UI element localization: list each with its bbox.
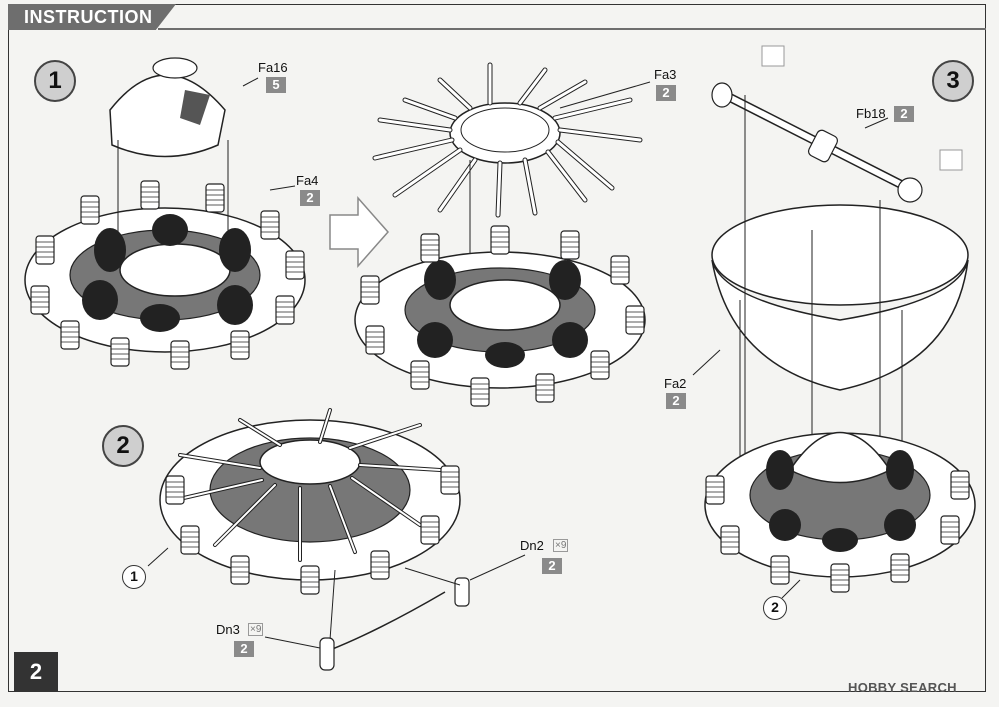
part-dn2-label: Dn2 xyxy=(520,538,544,553)
watermark: HOBBY SEARCH xyxy=(848,680,957,695)
part-fa16-qty: 5 xyxy=(266,77,286,93)
step3-assembly xyxy=(692,45,976,599)
part-dn3-qty: 2 xyxy=(234,641,254,657)
header-tab xyxy=(8,4,176,30)
step1-engine xyxy=(24,57,306,370)
part-fa3-qty: 2 xyxy=(656,85,676,101)
part-dn3-label: Dn3 xyxy=(216,622,240,637)
part-fa4-label: Fa4 xyxy=(296,173,319,188)
part-fa4-qty: 2 xyxy=(300,190,320,206)
part-fa2-qty: 2 xyxy=(666,393,686,409)
adhesive-icon xyxy=(761,45,963,171)
ref-step-2-badge: 2 xyxy=(763,596,787,620)
step-3-badge: 3 xyxy=(932,60,974,102)
page-title: INSTRUCTION xyxy=(24,7,153,27)
part-fa3-label: Fa3 xyxy=(654,67,677,82)
ref-step-1-badge: 1 xyxy=(122,565,146,589)
arrow-right-icon xyxy=(329,196,390,268)
part-dn3-multiplier: ×9 xyxy=(248,623,264,636)
part-fa2-label: Fa2 xyxy=(664,376,687,391)
part-fa16-label: Fa16 xyxy=(258,60,288,75)
part-fb18-label: Fb18 xyxy=(856,106,886,121)
part-fb18-qty: 2 xyxy=(894,106,914,122)
page-number: 2 xyxy=(14,652,58,692)
header-bar: INSTRUCTION xyxy=(8,4,986,30)
part-dn2-multiplier: ×9 xyxy=(553,539,569,552)
step2-engine xyxy=(147,408,526,671)
step1-rod-ring xyxy=(354,62,651,407)
step-2-badge: 2 xyxy=(102,425,144,467)
page-frame xyxy=(8,4,986,692)
header-rule xyxy=(158,28,986,30)
part-dn2-qty: 2 xyxy=(542,558,562,574)
step-1-badge: 1 xyxy=(34,60,76,102)
